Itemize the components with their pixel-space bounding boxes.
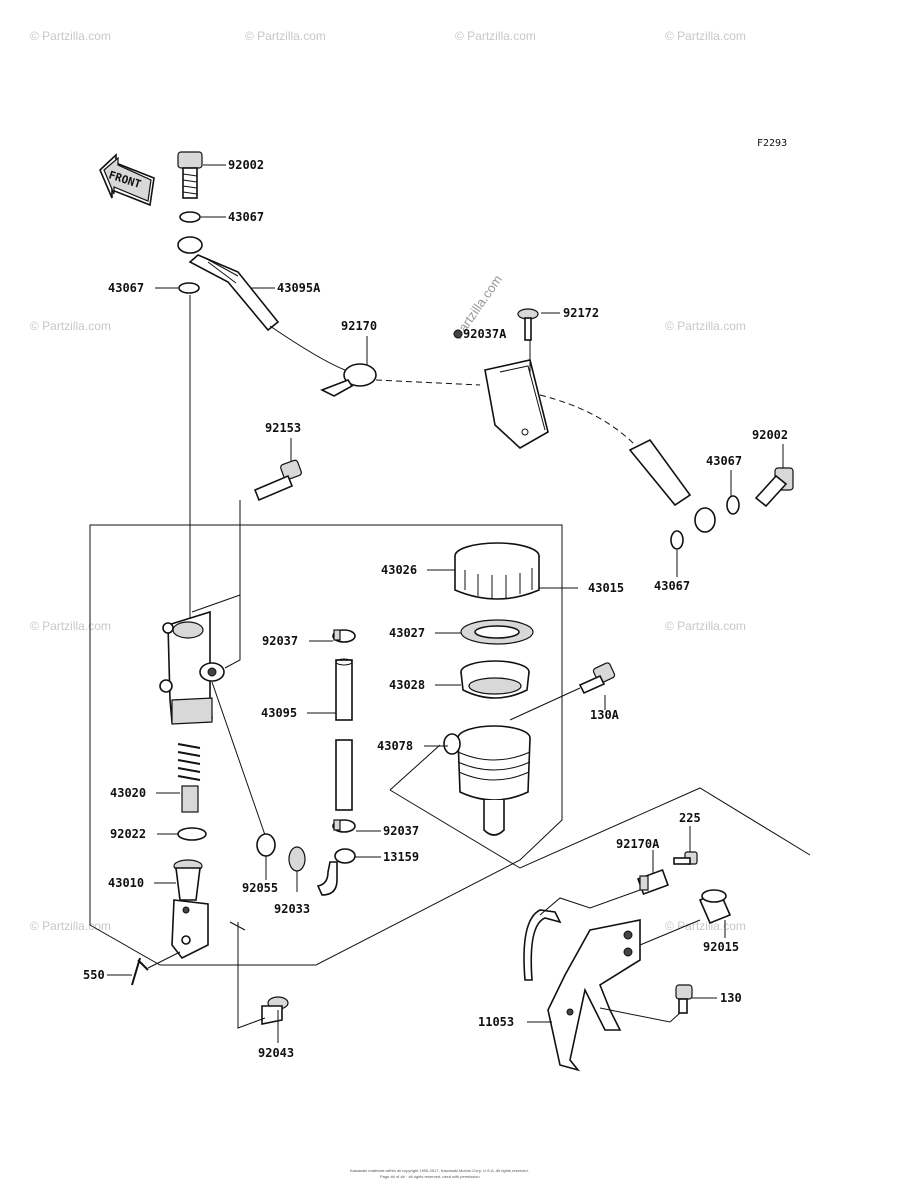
reservoir-43078 xyxy=(443,725,531,836)
bolt-92172 xyxy=(517,308,539,341)
part-label[interactable]: 550 xyxy=(83,968,105,982)
grommet xyxy=(453,329,463,339)
part-label[interactable]: 92002 xyxy=(752,428,788,442)
diaphragm-43028 xyxy=(460,660,530,699)
bolt-130 xyxy=(675,984,693,1014)
master-cylinder-body xyxy=(159,610,225,725)
hose-clamp-92170 xyxy=(320,363,377,397)
part-label[interactable]: 92172 xyxy=(563,306,599,320)
washer-43067-d xyxy=(670,530,684,550)
part-label[interactable]: 92170A xyxy=(616,837,660,851)
hose-43095A xyxy=(177,236,346,371)
part-label[interactable]: 43015 xyxy=(588,581,624,595)
banjo-bolt-92002-top xyxy=(177,151,203,199)
copyright-footer-2: Page ## of ## · all rights reserved, use… xyxy=(380,1174,480,1179)
watermark: © Partzilla.com xyxy=(665,619,746,633)
part-label[interactable]: 92153 xyxy=(265,421,301,435)
part-label[interactable]: 92170 xyxy=(341,319,377,333)
part-label[interactable]: 92022 xyxy=(110,827,146,841)
watermark: © Partzilla.com xyxy=(665,919,746,933)
part-label[interactable]: 43067 xyxy=(706,454,742,468)
part-label[interactable]: 92033 xyxy=(274,902,310,916)
part-label[interactable]: 130A xyxy=(590,708,620,722)
part-labels: 92002 43067 43067 43095A 92170 92172 920… xyxy=(83,158,788,1060)
watermark: © Partzilla.com xyxy=(455,29,536,43)
brake-hose-route xyxy=(375,379,481,386)
fitting-13159 xyxy=(316,848,356,896)
clevis-pin-92043 xyxy=(261,996,289,1025)
watermark: © Partzilla.com xyxy=(245,29,326,43)
part-label[interactable]: 225 xyxy=(679,811,701,825)
hose-end-right xyxy=(628,438,716,533)
diaphragm-plate-43027 xyxy=(460,619,534,645)
assembly-boundary xyxy=(89,524,563,966)
hose-bracket-92037A xyxy=(484,359,549,449)
o-ring-92055 xyxy=(256,833,276,857)
part-label[interactable]: 11053 xyxy=(478,1015,514,1029)
part-label[interactable]: 92043 xyxy=(258,1046,294,1060)
brake-pedal-11053 xyxy=(523,909,641,1072)
watermark: © Partzilla.com xyxy=(30,619,111,633)
push-rod-43010 xyxy=(171,859,209,960)
clip-92170A xyxy=(637,869,669,895)
clamp-92037-a xyxy=(332,629,356,643)
banjo-bolt-92002-right xyxy=(754,467,794,508)
part-label[interactable]: 43028 xyxy=(389,678,425,692)
part-label[interactable]: 43067 xyxy=(654,579,690,593)
watermark: © Partzilla.com xyxy=(665,29,746,43)
part-label[interactable]: 92015 xyxy=(703,940,739,954)
bolt-92153 xyxy=(253,459,302,502)
part-label[interactable]: 92055 xyxy=(242,881,278,895)
copyright-footer: Kawasaki materials within all copyright … xyxy=(350,1168,529,1173)
watermark: © Partzilla.com xyxy=(30,919,111,933)
collar-92015 xyxy=(698,889,732,925)
washer-43067-a xyxy=(179,211,201,223)
watermark: © Partzilla.com xyxy=(665,319,746,333)
part-label[interactable]: 13159 xyxy=(383,850,419,864)
bolt-225 xyxy=(673,851,698,865)
bolt-130A xyxy=(578,662,616,695)
watermark: © Partzilla.com xyxy=(30,29,111,43)
part-label[interactable]: 43095A xyxy=(277,281,321,295)
washer-43067-c xyxy=(726,495,740,515)
seal-92022 xyxy=(177,827,207,841)
part-label[interactable]: 92037 xyxy=(262,634,298,648)
clamp-92037-b xyxy=(332,819,356,833)
part-label[interactable]: 43026 xyxy=(381,563,417,577)
part-label[interactable]: 43067 xyxy=(228,210,264,224)
hose-43095 xyxy=(335,658,353,811)
part-label[interactable]: 43020 xyxy=(110,786,146,800)
washer-43067-b xyxy=(178,282,200,294)
watermark: © Partzilla.com xyxy=(30,319,111,333)
part-label[interactable]: 130 xyxy=(720,991,742,1005)
front-arrow-icon: FRONT xyxy=(99,153,155,207)
reservoir-cap-43026 xyxy=(454,542,540,600)
figure-code: F2293 xyxy=(757,138,787,149)
part-label[interactable]: 92002 xyxy=(228,158,264,172)
part-label[interactable]: 43078 xyxy=(377,739,413,753)
circlip-92033 xyxy=(288,846,306,872)
part-label[interactable]: 43010 xyxy=(108,876,144,890)
part-label[interactable]: 43095 xyxy=(261,706,297,720)
part-label[interactable]: 92037A xyxy=(463,327,507,341)
cotter-pin-550 xyxy=(131,957,149,986)
part-label[interactable]: 43067 xyxy=(108,281,144,295)
spring-43020 xyxy=(177,743,201,813)
part-label[interactable]: 43027 xyxy=(389,626,425,640)
part-label[interactable]: 92037 xyxy=(383,824,419,838)
